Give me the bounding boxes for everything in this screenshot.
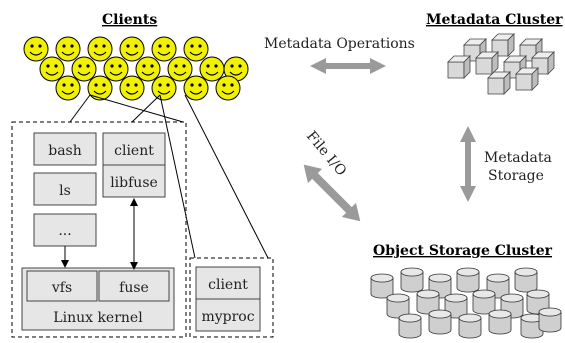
cylinder-icon [514,267,538,293]
smiley-face-icon [87,36,113,62]
metadata-storage-label-line2: Storage [488,168,544,184]
smiley-face-icon [55,75,81,101]
object-storage-cluster-title: Object Storage Cluster [373,243,553,259]
metadata-operations-label: Metadata Operations [264,36,415,52]
metadata-storage-arrow [460,126,476,202]
smiley-face-icon [87,75,113,101]
client-host-dashed-box [11,121,187,338]
dots-label: ... [58,223,71,239]
smiley-face-icon [199,56,225,82]
smiley-face-icon [71,56,97,82]
file-io-arrow [303,164,361,222]
client-smiley-group [23,36,249,101]
cylinder-icon [398,313,422,339]
fuse-label: fuse [119,280,149,296]
metadata-operations-arrow [310,58,386,74]
ls-label: ls [59,183,71,199]
smiley-face-icon [23,36,49,62]
kernel-client-dashed-box [189,257,274,338]
metadata-storage-label-line1: Metadata [484,150,552,166]
myproc-label: myproc [201,309,254,325]
libfuse-label: libfuse [110,175,158,191]
cylinder-icon [458,313,482,339]
cylinder-icon [400,267,424,293]
kernel-client-stack: client myproc [195,266,261,332]
smiley-face-icon [103,56,129,82]
cylinder-icon [538,307,562,333]
cylinder-icon [456,267,480,293]
smiley-face-icon [55,36,81,62]
smiley-face-icon [151,36,177,62]
smiley-face-icon [183,75,209,101]
object-storage-cylinders [370,267,562,339]
bash-box [33,132,97,166]
cylinder-icon [472,289,496,315]
smiley-face-icon [39,56,65,82]
metadata-cluster-cubes [447,33,555,95]
fuse-client-label: client [114,143,154,159]
linux-kernel-label: Linux kernel [53,310,143,326]
cylinder-icon [428,309,452,335]
smiley-face-icon [183,36,209,62]
ls-box [33,172,97,206]
vfs-label: vfs [51,280,72,296]
cylinder-icon [520,313,544,339]
clients-title: Clients [102,12,157,28]
smiley-face-icon [223,56,249,82]
smiley-face-icon [167,56,193,82]
kernel-client-label: client [208,277,248,293]
cube-icon [487,71,511,95]
cylinder-icon [488,309,512,335]
linux-kernel-block: vfs fuse Linux kernel [21,267,175,331]
client-connector-lines [69,94,269,259]
smiley-face-icon [215,75,241,101]
smiley-face-icon [151,75,177,101]
smiley-face-icon [119,36,145,62]
cube-icon [475,51,499,75]
cylinder-icon [370,273,394,299]
dots-box [33,213,97,247]
cube-icon [515,67,539,91]
fuse-client-stack: client libfuse [102,132,166,270]
cube-icon [447,55,471,79]
vfs-box [26,270,98,302]
smiley-face-icon [119,75,145,101]
bash-label: bash [48,143,82,159]
gray-arrows [303,58,476,222]
userland-stack: bash ls ... [33,132,97,268]
metadata-cluster-title: Metadata Cluster [426,12,563,28]
smiley-face-icon [135,56,161,82]
fuse-box [98,270,170,302]
